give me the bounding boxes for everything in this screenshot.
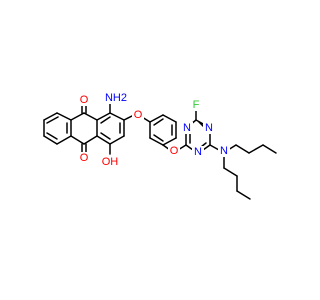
triazine-nitrogen-left: N — [183, 122, 191, 134]
amino-group-label: NH2 — [105, 92, 127, 104]
triazine-nitrogen-top: N — [205, 122, 213, 134]
bond — [185, 144, 194, 151]
oxygen-atom-ether-right: O — [170, 145, 179, 157]
bond — [149, 137, 164, 146]
hydroxyl-group-label: OH — [102, 156, 119, 168]
butyl-chains — [223, 144, 277, 200]
fluorine-atom: F — [193, 99, 200, 111]
bond — [83, 135, 98, 145]
bond — [153, 134, 164, 142]
oxygen-atom-ether-left: O — [134, 109, 143, 121]
chemical-structure-diagram: O O NH2 OH O O F N N N N — [43, 91, 277, 200]
bond — [162, 137, 177, 146]
atom-labels: O O NH2 OH O O F N N N N — [78, 91, 230, 168]
bond — [46, 116, 59, 124]
bond — [149, 114, 164, 123]
bond — [109, 135, 125, 145]
bond — [43, 112, 58, 121]
bond — [262, 144, 277, 154]
bond — [235, 144, 250, 154]
oxygen-atom-quinone-top: O — [80, 94, 89, 106]
bond — [100, 116, 111, 124]
triazine-nitrogen-bottom: N — [194, 146, 202, 158]
substituted-ring — [96, 103, 135, 155]
bond — [162, 114, 177, 123]
bond — [96, 112, 111, 121]
bond — [70, 112, 85, 121]
amine-nitrogen: N — [220, 145, 228, 157]
bond — [100, 132, 111, 140]
bond — [43, 135, 58, 145]
phenylene-ring — [141, 114, 187, 151]
bond — [209, 144, 220, 151]
bond — [223, 167, 238, 177]
bond — [153, 118, 164, 126]
bond — [202, 144, 211, 151]
bond — [248, 144, 264, 154]
quinone-ring — [70, 103, 98, 155]
oxygen-atom-quinone-bottom: O — [80, 152, 89, 164]
bond — [70, 135, 85, 145]
benzo-ring — [43, 112, 72, 145]
bond — [96, 135, 111, 145]
bond — [109, 112, 125, 121]
bond — [83, 112, 98, 121]
molecule-canvas: O O NH2 OH O O F N N N N — [43, 91, 277, 200]
bond — [56, 135, 72, 145]
bond — [56, 112, 72, 121]
bond — [46, 132, 58, 140]
bond — [236, 190, 251, 200]
